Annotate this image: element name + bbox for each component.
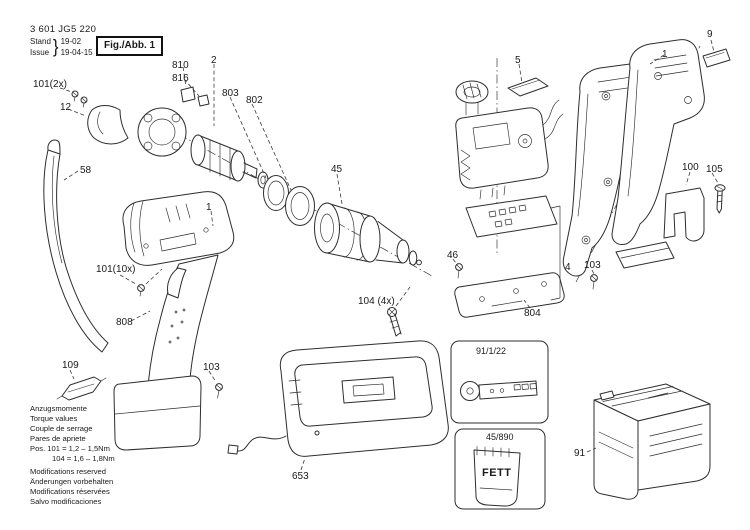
part-label-802: 802 bbox=[246, 95, 263, 106]
part-label-101-10x: 101(10x) bbox=[96, 264, 136, 275]
part-label-100: 100 bbox=[682, 162, 699, 173]
part-label-105: 105 bbox=[706, 164, 723, 175]
part-label-58: 58 bbox=[80, 165, 92, 176]
part-label-103-left: 103 bbox=[203, 362, 220, 373]
stand-label: Stand bbox=[30, 37, 51, 47]
part-label-816: 816 bbox=[172, 73, 189, 84]
part-label-101-2x: 101(2x) bbox=[33, 79, 67, 90]
screw-101-10x-drawing bbox=[137, 284, 145, 297]
modifications-fr: Modifications réservées bbox=[30, 487, 110, 497]
tool-body-drawing bbox=[113, 191, 235, 451]
part-label-45-890: 45/890 bbox=[486, 432, 514, 442]
grip-texture bbox=[168, 308, 186, 344]
label-9-sticker-drawing bbox=[702, 48, 731, 68]
stator-drawing bbox=[137, 107, 187, 157]
modifications-es: Salvo modificaciones bbox=[30, 497, 102, 507]
figure-label: Fig./Abb. 1 bbox=[96, 36, 164, 56]
part-label-810: 810 bbox=[172, 60, 189, 71]
charger-led bbox=[314, 430, 320, 436]
part-816-drawing bbox=[197, 94, 210, 107]
part-label-804: 804 bbox=[524, 308, 541, 319]
strap-drawing bbox=[43, 139, 109, 353]
part-label-5: 5 bbox=[515, 55, 521, 66]
ring-802-drawing bbox=[285, 186, 315, 226]
motor-parts-drawing bbox=[71, 86, 433, 399]
part-label-1-right: 1 bbox=[662, 49, 668, 60]
torque-heading-de: Anzugsmomente bbox=[30, 404, 87, 413]
rotor-drawing bbox=[190, 134, 258, 182]
screw-104-drawing bbox=[387, 307, 402, 337]
screws-101-2x-drawing bbox=[71, 90, 88, 108]
issue-row: Stand Issue } 19-02 19-04-15 bbox=[30, 35, 96, 58]
switch-assembly-drawing bbox=[454, 58, 598, 318]
service-kit-box bbox=[450, 340, 549, 424]
stand-value: 19-02 bbox=[60, 37, 82, 47]
screw-103-left-drawing bbox=[215, 383, 223, 399]
brush-cover-drawing bbox=[87, 105, 129, 145]
part-label-803: 803 bbox=[222, 88, 239, 99]
part-label-109: 109 bbox=[62, 360, 79, 371]
brace-glyph: } bbox=[52, 35, 59, 57]
part-label-9: 9 bbox=[707, 29, 713, 40]
modifications-de: Änderungen vorbehalten bbox=[30, 477, 114, 487]
leader-lines bbox=[59, 39, 719, 471]
switch-body-drawing bbox=[455, 107, 549, 189]
bottom-bracket-drawing bbox=[615, 241, 675, 269]
doc-header: 3 601 JG5 220 Stand Issue } 19-02 19-04-… bbox=[30, 24, 96, 58]
part-label-4: 4 bbox=[565, 262, 571, 273]
torque-heading-es: Pares de apriete bbox=[30, 434, 86, 444]
torque-value-104: 104 = 1,6 – 1,8Nm bbox=[52, 454, 115, 464]
part-label-653: 653 bbox=[292, 471, 309, 482]
battery-latch-drawing bbox=[599, 390, 615, 401]
charger-drawing bbox=[227, 340, 449, 457]
torque-notes: Anzugsmomente Torque values Couple de se… bbox=[30, 404, 115, 464]
housing-halves-drawing bbox=[562, 39, 731, 283]
bit-drawing bbox=[56, 376, 107, 401]
part-label-808: 808 bbox=[116, 317, 133, 328]
grease-label-fett: FETT bbox=[482, 467, 512, 479]
screw-105-drawing bbox=[714, 184, 726, 214]
forward-reverse-knob-drawing bbox=[455, 80, 489, 116]
part-label-1-left: 1 bbox=[206, 202, 212, 213]
torque-heading-fr: Couple de serrage bbox=[30, 424, 93, 434]
part-810-drawing bbox=[180, 86, 196, 103]
part-label-45: 45 bbox=[331, 164, 343, 175]
ring-803-drawing bbox=[263, 175, 289, 211]
belt-clip-drawing bbox=[663, 187, 705, 242]
torque-heading-en: Torque values bbox=[30, 414, 78, 424]
issue-label: Issue bbox=[30, 47, 50, 57]
part-5-drawing bbox=[507, 77, 549, 97]
group-bracket-4 bbox=[550, 205, 561, 301]
part-label-12: 12 bbox=[60, 102, 72, 113]
modifications-en: Modifications reserved bbox=[30, 467, 106, 476]
grease-tube-drawing bbox=[473, 449, 521, 507]
part-number: 3 601 JG5 220 bbox=[30, 24, 97, 35]
modification-notes: Modifications reserved Änderungen vorbeh… bbox=[30, 467, 113, 507]
charger-cable-drawing bbox=[237, 435, 287, 452]
part-label-104-4x: 104 (4x) bbox=[358, 296, 395, 307]
part-label-91-1-22: 91/1/22 bbox=[476, 346, 507, 356]
pcb-drawing bbox=[465, 195, 558, 238]
part-label-103-right: 103 bbox=[584, 260, 601, 271]
screw-103-right-drawing bbox=[590, 274, 598, 290]
screw-46-drawing bbox=[455, 263, 463, 279]
issue-value: 19-04-15 bbox=[60, 47, 93, 57]
trigger-drawing bbox=[167, 267, 187, 299]
housing-right-half-drawing bbox=[611, 39, 705, 245]
torque-value-101: Pos. 101 = 1,2 – 1,5Nm bbox=[30, 444, 110, 454]
part-label-91: 91 bbox=[574, 448, 586, 459]
grease-tube-box bbox=[454, 428, 546, 510]
part-label-46: 46 bbox=[447, 250, 459, 261]
baseplate-804-drawing bbox=[454, 272, 565, 318]
battery-drawing bbox=[593, 383, 711, 500]
part-label-2: 2 bbox=[211, 55, 217, 66]
impact-unit-drawing bbox=[314, 202, 422, 266]
